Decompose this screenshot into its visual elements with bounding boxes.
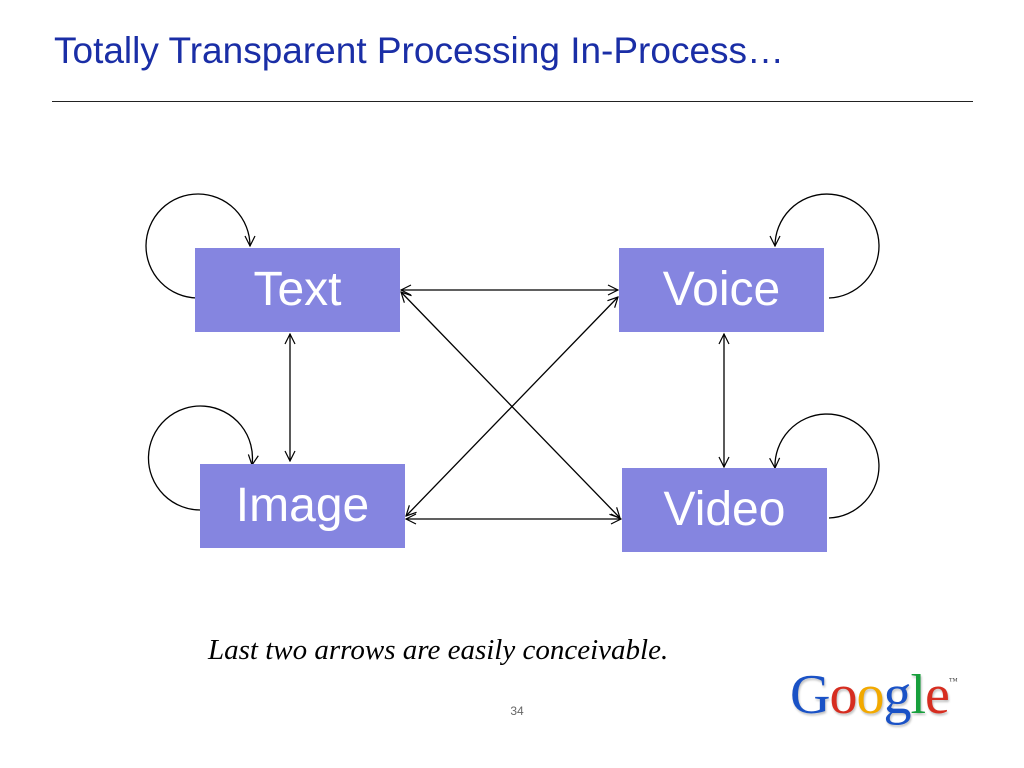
title-divider (52, 101, 973, 102)
node-text-label: Text (253, 263, 342, 316)
logo-letter-3: o (856, 664, 884, 726)
slide-title: Totally Transparent Processing In-Proces… (54, 30, 785, 71)
logo-letter-1: G (790, 664, 830, 726)
caption: Last two arrows are easily conceivable. (208, 634, 669, 666)
edge-image-voice (406, 297, 618, 516)
self-loop-video (775, 413, 880, 519)
node-text: Text (195, 248, 400, 332)
google-logo: Google™ (790, 667, 958, 723)
node-video-label: Video (663, 483, 786, 536)
node-voice-label: Voice (662, 263, 781, 316)
self-loop-voice (775, 193, 880, 299)
node-video: Video (622, 468, 827, 552)
self-loop-image (147, 405, 252, 511)
self-loop-text (145, 193, 250, 299)
node-image-label: Image (235, 479, 370, 532)
edge-text-video (401, 292, 620, 518)
logo-letter-4: g (883, 664, 911, 726)
logo-letter-5: l (910, 664, 926, 726)
node-voice: Voice (619, 248, 824, 332)
trademark-symbol: ™ (948, 676, 958, 686)
logo-letter-2: o (829, 664, 857, 726)
logo-letter-6: e (925, 664, 950, 726)
node-image: Image (200, 464, 405, 548)
page-number: 34 (510, 704, 524, 718)
